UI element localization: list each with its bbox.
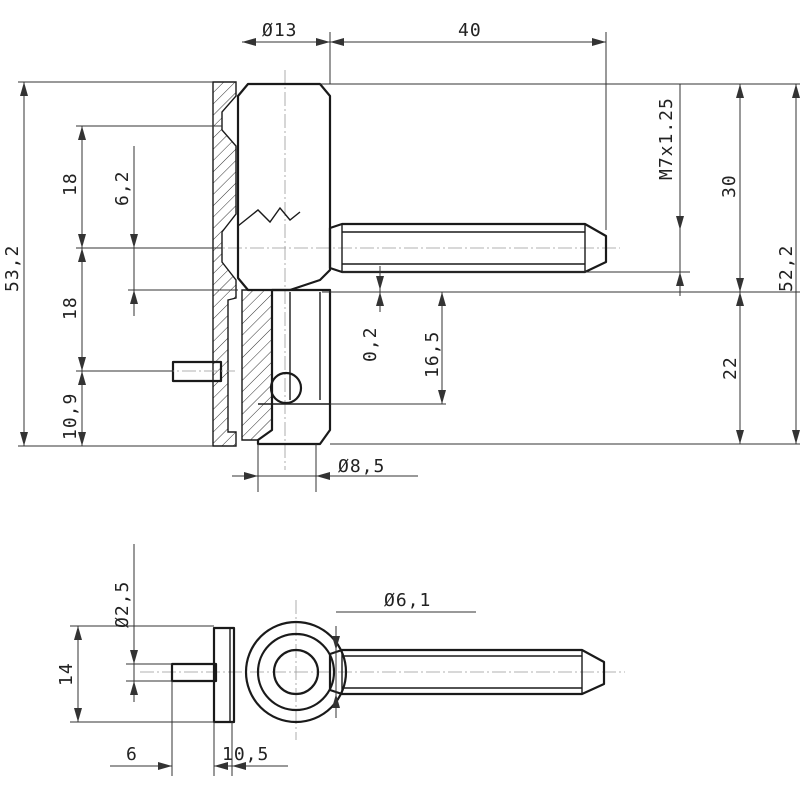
arrow-14-top xyxy=(74,626,82,640)
arrow-16-5-bottom xyxy=(438,390,446,404)
side-view: Ø13 40 M7x1.25 30 52,2 53,2 18 6,2 18 10… xyxy=(2,20,800,492)
arrow-18l-bottom xyxy=(78,357,86,371)
arrow-14-bottom xyxy=(74,708,82,722)
arrow-13-left xyxy=(242,38,256,46)
label-18-lower: 18 xyxy=(60,296,81,320)
arrow-0-2-top xyxy=(376,276,384,290)
arrow-6-1-bottom xyxy=(332,694,340,708)
arrow-22-bottom xyxy=(736,430,744,444)
label-dia-2-5: Ø2,5 xyxy=(112,581,133,628)
arrow-40-left xyxy=(330,38,344,46)
arrow-10-9-bottom xyxy=(78,432,86,446)
label-22: 22 xyxy=(720,356,741,380)
arrow-8-5-right xyxy=(316,472,330,480)
ball-detent xyxy=(269,371,303,405)
label-30: 30 xyxy=(719,174,740,198)
arrow-18u-bottom xyxy=(78,234,86,248)
arrow-30-bottom xyxy=(736,278,744,292)
label-dia-8-5: Ø8,5 xyxy=(338,456,385,477)
label-dia-6-1: Ø6,1 xyxy=(384,590,431,611)
label-0-2: 0,2 xyxy=(360,326,381,362)
arrow-40-right xyxy=(592,38,606,46)
arrow-6-2-bottom xyxy=(130,290,138,304)
arrow-30-top xyxy=(736,84,744,98)
arrow-6-2-top xyxy=(130,234,138,248)
pin-top-view xyxy=(328,648,606,696)
screw-stub-top-view xyxy=(170,662,218,683)
arrow-22-top xyxy=(736,292,744,306)
arrow-0-2-bottom xyxy=(376,292,384,306)
arrow-18l-top xyxy=(78,248,86,262)
arrow-8-5-left xyxy=(244,472,258,480)
arrow-52-2-top xyxy=(792,84,800,98)
arrow-18u-top xyxy=(78,126,86,140)
arrow-16-5-top xyxy=(438,292,446,306)
arrow-thread-top xyxy=(676,216,684,230)
arrow-10-5-left xyxy=(214,762,228,770)
arrow-13-right xyxy=(316,38,330,46)
arrow-2-5-bottom xyxy=(130,681,138,695)
label-6: 6 xyxy=(126,744,138,765)
arrow-6 xyxy=(158,762,172,770)
lower-knuckle xyxy=(256,288,332,446)
eye-inner xyxy=(272,648,320,696)
top-view: Ø2,5 14 Ø6,1 6 10,5 xyxy=(56,544,625,776)
upper-knuckle xyxy=(236,82,332,292)
label-53-2: 53,2 xyxy=(2,245,23,292)
arrow-10-5-right xyxy=(232,762,246,770)
arrow-53-2-top xyxy=(20,82,28,96)
label-40: 40 xyxy=(458,20,482,41)
arrow-thread-bottom xyxy=(676,272,684,286)
label-16-5: 16,5 xyxy=(422,331,443,378)
label-52-2: 52,2 xyxy=(776,245,797,292)
label-dia-13: Ø13 xyxy=(262,20,298,41)
label-18-upper: 18 xyxy=(60,172,81,196)
lower-sleeve-section xyxy=(241,289,273,441)
arrow-52-2-bottom xyxy=(792,430,800,444)
eye-outer xyxy=(244,620,348,724)
arrow-53-2-bottom xyxy=(20,432,28,446)
label-6-2: 6,2 xyxy=(112,170,133,206)
arrow-10-9-top xyxy=(78,371,86,385)
label-thread: M7x1.25 xyxy=(656,97,677,180)
label-14: 14 xyxy=(56,662,77,686)
break-line xyxy=(237,206,301,227)
arrow-6-1-top xyxy=(332,636,340,650)
plate-top-view xyxy=(212,626,236,724)
mounting-plate xyxy=(212,81,237,447)
arrow-2-5-top xyxy=(130,650,138,664)
label-10-5: 10,5 xyxy=(222,744,269,765)
eye-middle xyxy=(256,632,336,712)
threaded-pin xyxy=(328,222,608,274)
label-10-9: 10,9 xyxy=(60,393,81,440)
